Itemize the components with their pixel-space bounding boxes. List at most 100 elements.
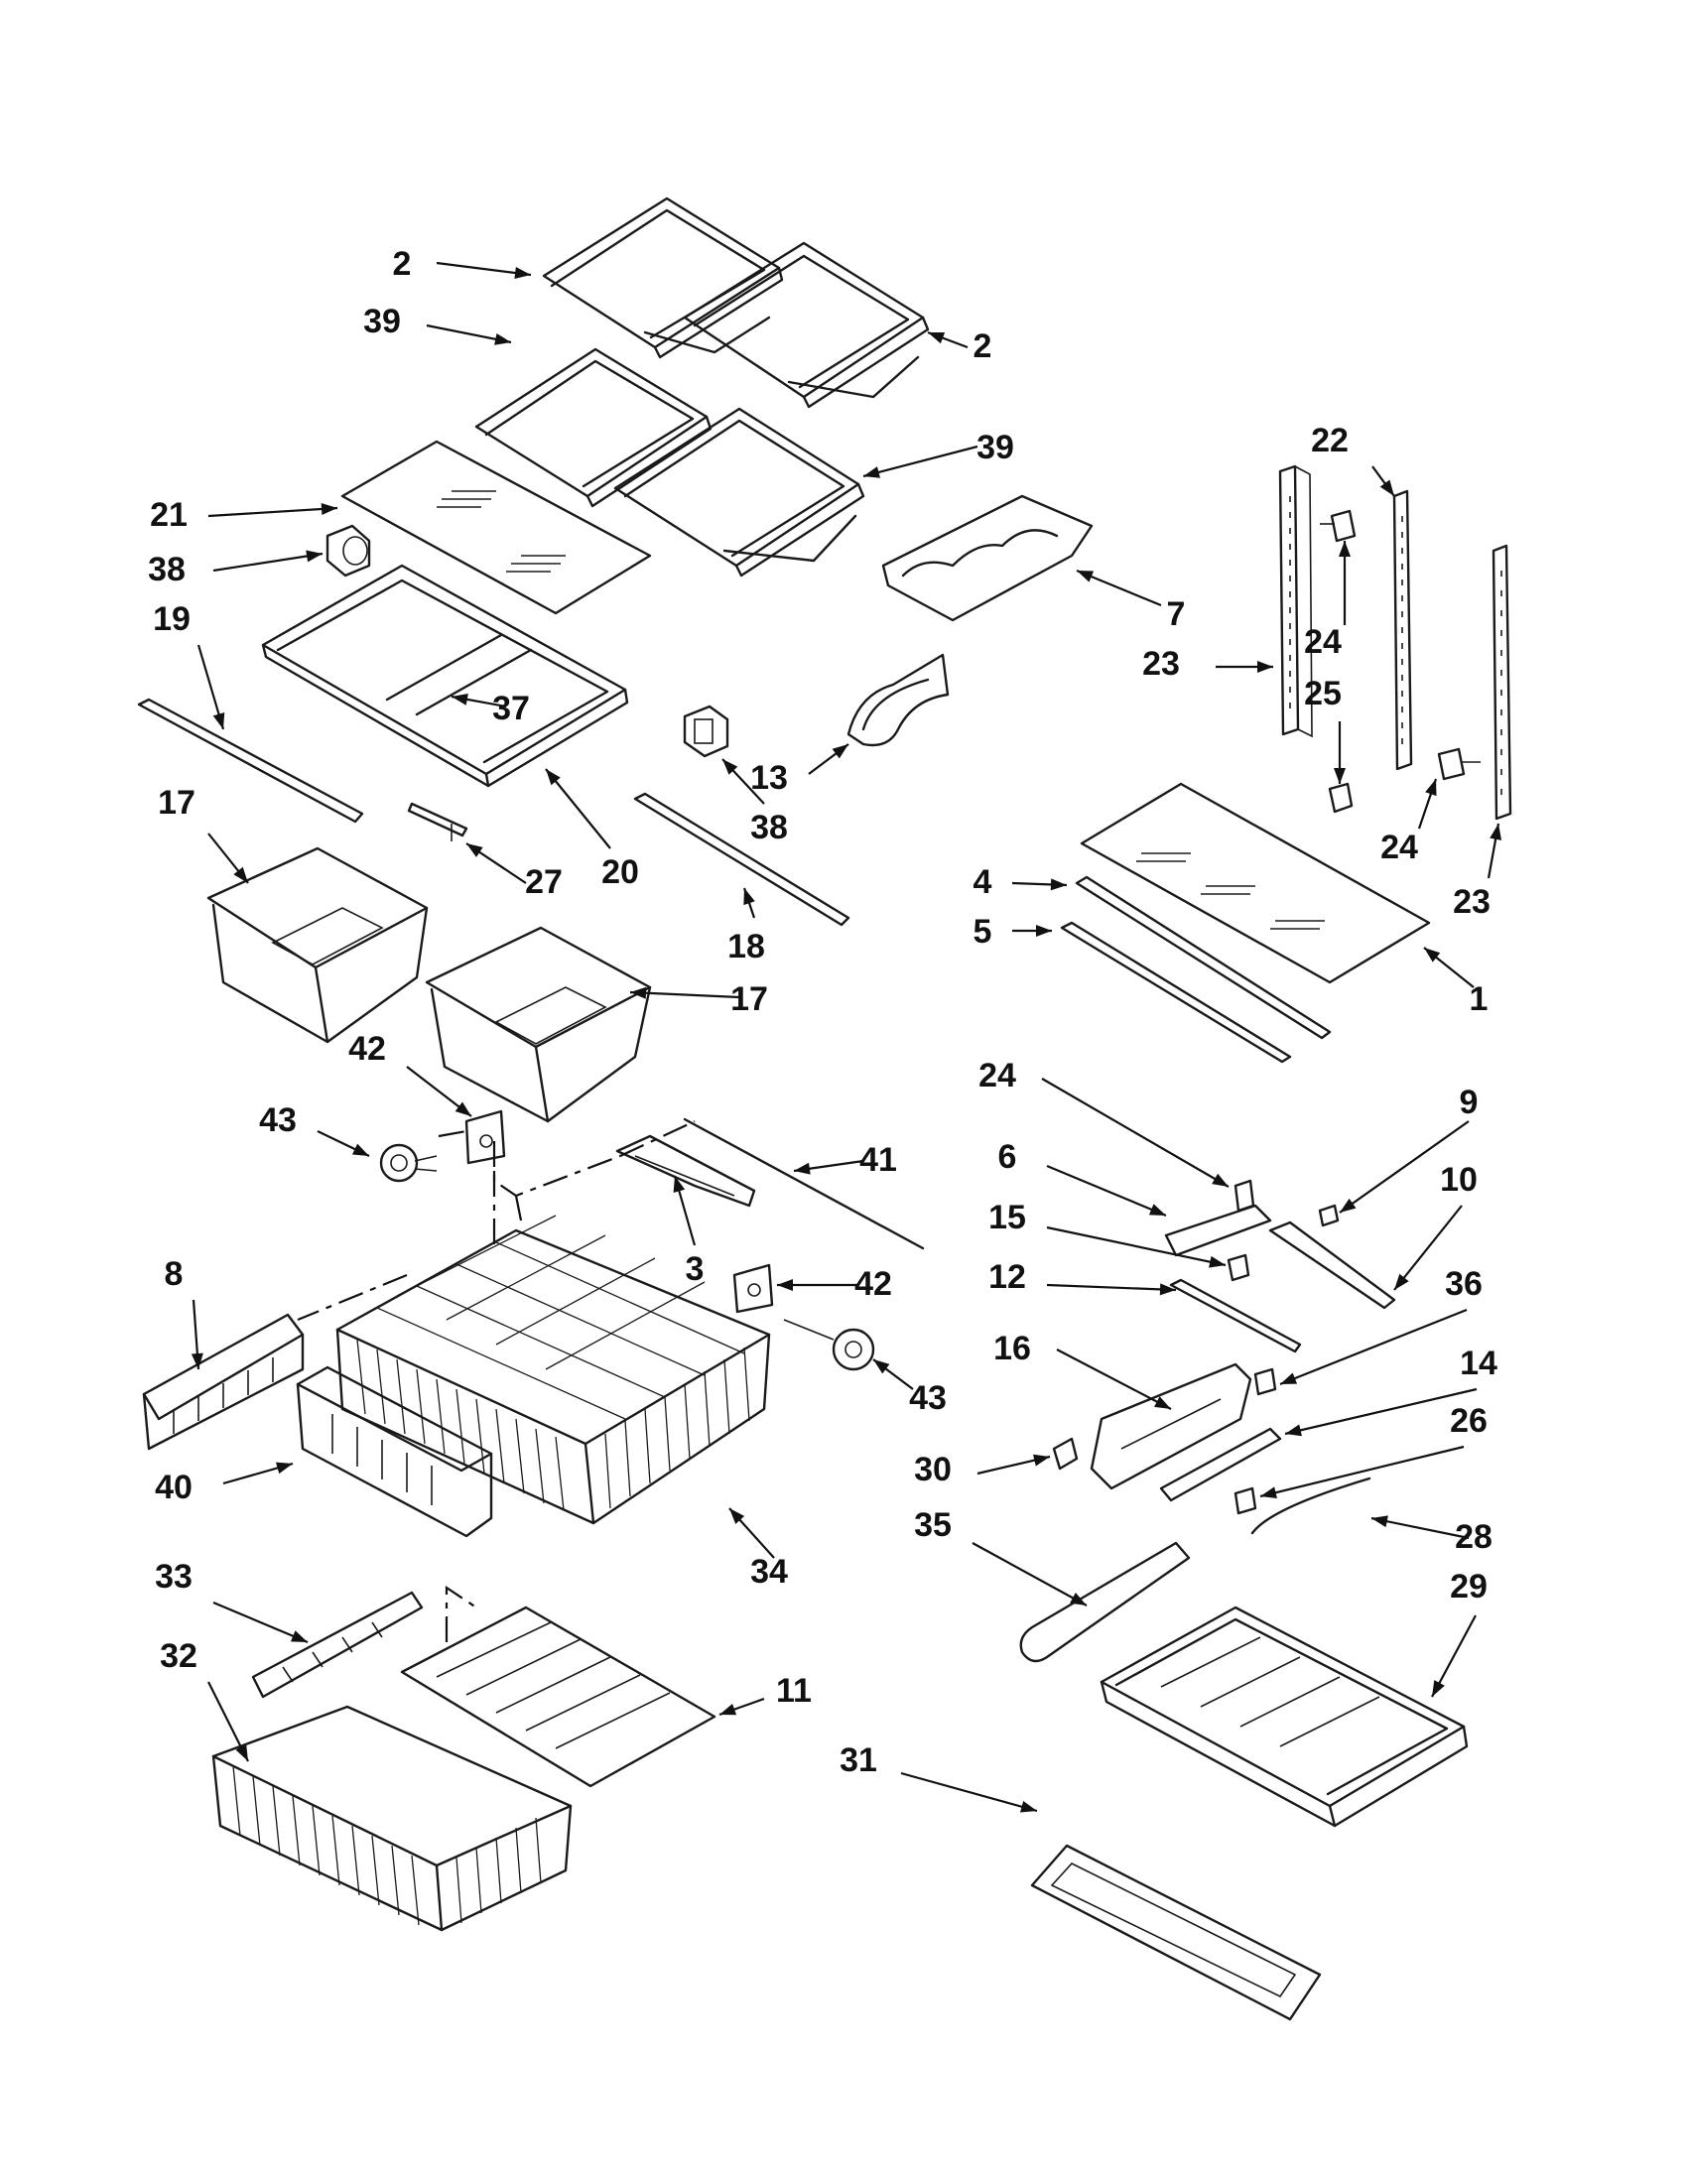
leader-arrowhead-3 [673, 1176, 686, 1194]
vertical-rail-23-right [1492, 544, 1512, 821]
screw-24-right [1437, 747, 1481, 781]
callout-42: 42 [854, 1265, 892, 1303]
leader-arrowhead-25 [1334, 768, 1346, 784]
leader-arrowhead-2 [514, 267, 531, 279]
pan-29 [1100, 1606, 1469, 1828]
leader-arrowhead-5 [1036, 925, 1052, 937]
rail-14 [1159, 1427, 1282, 1502]
callout-24: 24 [978, 1057, 1016, 1094]
leader-arrowhead-24 [1212, 1173, 1229, 1187]
vertical-rail-23-left [1278, 464, 1313, 738]
leader-arrowhead-9 [1340, 1198, 1357, 1213]
divider-40 [296, 1365, 493, 1538]
leader-arrowhead-34 [729, 1508, 745, 1524]
callout-8: 8 [165, 1255, 184, 1293]
leader-arrowhead-24 [1425, 779, 1437, 797]
callout-2: 2 [393, 245, 412, 283]
crisper-drawer-17-left [206, 846, 429, 1044]
bracket-27 [407, 802, 468, 841]
leader-line-6 [1046, 1164, 1167, 1218]
callout-33: 33 [155, 1558, 193, 1596]
shelf-frame-39-left [474, 347, 713, 508]
leader-arrowhead-28 [1371, 1515, 1388, 1528]
leader-arrowhead-23 [1490, 824, 1502, 840]
leader-arrowhead-38 [306, 550, 323, 563]
leader-line-12 [1046, 1283, 1177, 1292]
callout-19: 19 [153, 600, 191, 638]
callout-43: 43 [909, 1379, 947, 1417]
clip-30 [1052, 1437, 1079, 1471]
screw-26 [1234, 1486, 1257, 1515]
callout-15: 15 [988, 1199, 1026, 1236]
shelf-frame-39-right [613, 407, 865, 578]
trim-31 [1030, 1844, 1322, 2021]
callout-9: 9 [1460, 1084, 1479, 1121]
callout-25: 25 [1304, 675, 1342, 712]
callout-34: 34 [750, 1553, 788, 1591]
callout-18: 18 [727, 928, 765, 965]
shelf-frame-2-right [683, 241, 930, 409]
callout-24: 24 [1304, 623, 1342, 661]
callout-1: 1 [1470, 980, 1489, 1018]
leader-arrowhead-42 [777, 1279, 793, 1291]
leader-arrowhead-15 [1209, 1255, 1226, 1268]
leader-arrowhead-41 [794, 1162, 811, 1175]
bracket-6 [1164, 1204, 1272, 1257]
clip-38-center [683, 705, 729, 758]
leader-arrowhead-11 [719, 1703, 737, 1716]
bin-13 [846, 653, 950, 747]
callout-17: 17 [158, 784, 195, 822]
leader-arrowhead-26 [1260, 1486, 1277, 1499]
basket-32 [211, 1705, 573, 1932]
leader-line-26 [1259, 1445, 1465, 1498]
leader-line-10 [1393, 1205, 1463, 1291]
leader-arrowhead-23 [1257, 661, 1273, 673]
cover-35 [1019, 1541, 1191, 1663]
divider-33 [251, 1591, 424, 1699]
leader-arrowhead-18 [743, 888, 755, 906]
callout-27: 27 [525, 863, 563, 901]
trim-4 [1075, 875, 1332, 1040]
leader-line-16 [1056, 1349, 1172, 1410]
rail-19 [137, 698, 364, 824]
leader-arrowhead-37 [452, 693, 468, 706]
leader-arrowhead-42 [454, 1101, 471, 1116]
leader-arrowhead-14 [1285, 1424, 1302, 1437]
leader-arrowhead-27 [466, 843, 483, 857]
leader-arrowhead-8 [191, 1352, 203, 1369]
leader-arrowhead-24 [1339, 541, 1351, 557]
shelf-11 [400, 1606, 716, 1788]
assembly-dash-lines [297, 1120, 696, 1642]
clip-9 [1318, 1204, 1340, 1227]
leader-arrowhead-30 [1033, 1454, 1050, 1467]
leader-arrowhead-12 [1159, 1283, 1176, 1296]
callout-29: 29 [1450, 1568, 1488, 1606]
leader-arrowhead-36 [1280, 1372, 1298, 1384]
leader-line-24 [1041, 1078, 1230, 1188]
leader-arrowhead-21 [321, 502, 337, 515]
leader-arrowhead-19 [212, 711, 225, 729]
callout-43: 43 [259, 1101, 297, 1139]
trim-5 [1060, 921, 1292, 1064]
callout-38: 38 [750, 809, 788, 846]
callout-32: 32 [160, 1637, 197, 1675]
callout-39: 39 [363, 303, 401, 340]
callout-17: 17 [730, 980, 768, 1018]
leader-arrowhead-17 [233, 866, 248, 883]
leader-arrowhead-39 [494, 332, 511, 345]
callout-30: 30 [914, 1451, 952, 1488]
leader-line-28 [1370, 1516, 1470, 1540]
rail-10 [1268, 1220, 1396, 1310]
screw-25 [1328, 782, 1354, 814]
leader-line-31 [900, 1771, 1038, 1813]
vertical-rail-22 [1392, 489, 1413, 771]
callout-23: 23 [1453, 883, 1491, 921]
callout-7: 7 [1167, 595, 1186, 633]
leader-line-36 [1279, 1308, 1468, 1386]
leader-arrowhead-43 [873, 1359, 890, 1374]
callout-6: 6 [998, 1138, 1017, 1176]
glass-shelf-1 [1080, 782, 1431, 984]
leader-arrowhead-22 [1379, 479, 1394, 496]
leader-arrowhead-39 [863, 466, 880, 478]
